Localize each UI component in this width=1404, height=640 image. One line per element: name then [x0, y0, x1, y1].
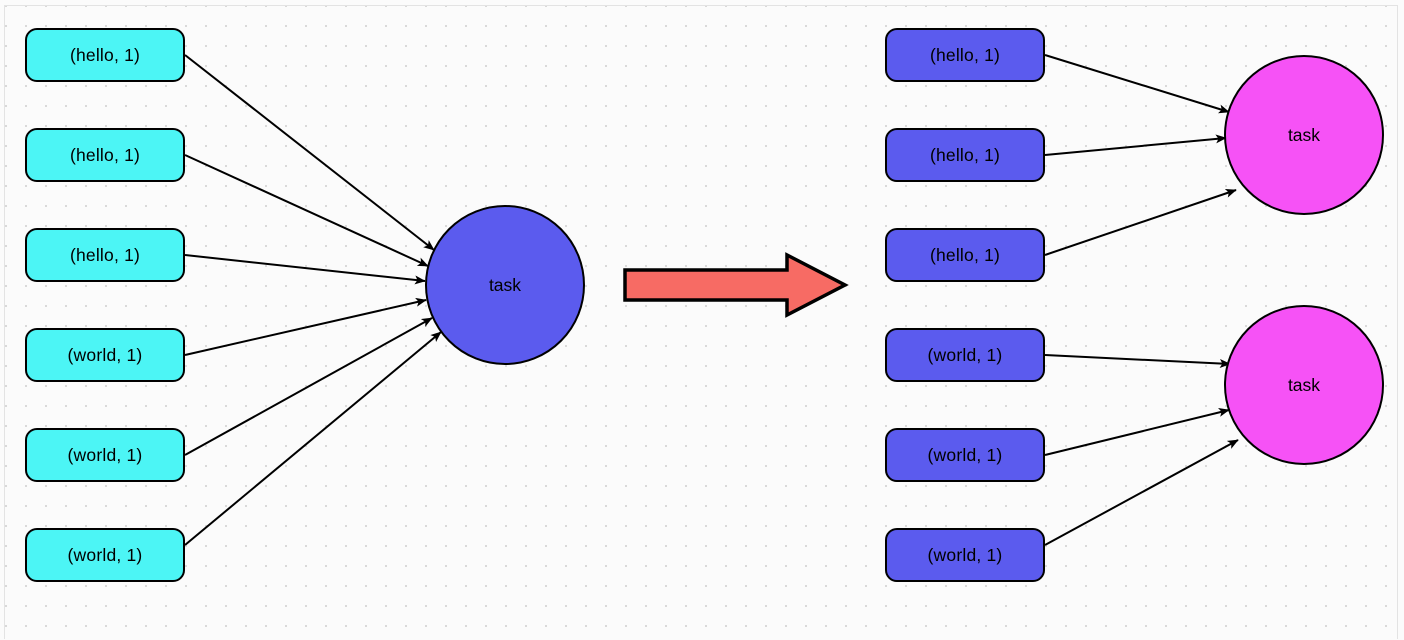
node-label: (hello, 1): [929, 144, 1001, 165]
list-item[interactable]: (world, 1): [885, 528, 1045, 582]
node-label: (hello, 1): [929, 44, 1001, 65]
task-label: task: [488, 274, 522, 295]
node-label: (world, 1): [927, 544, 1003, 565]
node-label: (hello, 1): [929, 244, 1001, 265]
right-arrow-icon: [623, 252, 849, 318]
list-item[interactable]: (world, 1): [25, 528, 185, 582]
node-label: (hello, 1): [69, 144, 141, 165]
edge-left-3: [184, 254, 426, 285]
task-node-left[interactable]: task: [425, 205, 585, 365]
list-item[interactable]: (world, 1): [885, 328, 1045, 382]
node-label: (world, 1): [927, 344, 1003, 365]
edge-left-5: [184, 317, 433, 456]
list-item[interactable]: (hello, 1): [885, 128, 1045, 182]
node-label: (hello, 1): [69, 244, 141, 265]
node-label: (world, 1): [67, 544, 143, 565]
list-item[interactable]: (hello, 1): [25, 28, 185, 82]
list-item[interactable]: (world, 1): [25, 428, 185, 482]
list-item[interactable]: (world, 1): [25, 328, 185, 382]
edge-left-4: [184, 297, 427, 356]
edge-left-6: [184, 331, 442, 546]
edge-right-2: [1044, 134, 1227, 156]
list-item[interactable]: (hello, 1): [885, 28, 1045, 82]
list-item[interactable]: (hello, 1): [25, 228, 185, 282]
edge-left-1: [184, 54, 435, 251]
task-label: task: [1287, 124, 1321, 145]
edge-right-3: [1044, 189, 1237, 256]
task-node-right-upper[interactable]: task: [1224, 55, 1384, 215]
edge-right-5: [1044, 408, 1230, 456]
edge-right-1: [1044, 54, 1230, 114]
node-label: (world, 1): [927, 444, 1003, 465]
list-item[interactable]: (world, 1): [885, 428, 1045, 482]
list-item[interactable]: (hello, 1): [885, 228, 1045, 282]
edge-right-6: [1044, 439, 1239, 546]
list-item[interactable]: (hello, 1): [25, 128, 185, 182]
edge-left-2: [184, 154, 429, 267]
edge-right-4: [1044, 354, 1231, 368]
task-node-right-lower[interactable]: task: [1224, 305, 1384, 465]
node-label: (hello, 1): [69, 44, 141, 65]
task-label: task: [1287, 374, 1321, 395]
node-label: (world, 1): [67, 344, 143, 365]
node-label: (world, 1): [67, 444, 143, 465]
